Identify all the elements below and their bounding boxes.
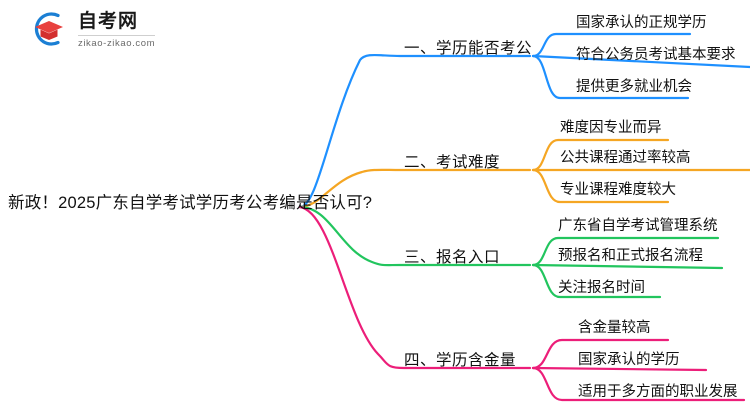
branch-4-child-3-label: 适用于多方面的职业发展	[578, 384, 738, 400]
branch-4-child-2-label: 国家承认的学历	[578, 352, 680, 368]
branch-2-child-2-label: 公共课程通过率较高	[560, 150, 691, 166]
logo-cn-name: 自考网	[78, 10, 139, 32]
branch-4-child-2-link	[531, 366, 708, 372]
logo-wordmark: 自考网 zikao-zikao.com	[78, 10, 156, 49]
branch-1-child-1-label: 国家承认的正规学历	[576, 15, 707, 31]
branch-label-3: 三、报名入口	[404, 249, 501, 266]
branch-label-1: 一、学历能否考公	[404, 40, 533, 57]
branch-4-spine	[298, 205, 532, 370]
branch-3-child-3-label: 关注报名时间	[558, 280, 645, 296]
branch-2-child-1-label: 难度因专业而异	[560, 120, 662, 136]
logo-domain: zikao-zikao.com	[78, 34, 156, 49]
branch-1-child-3-label: 提供更多就业机会	[576, 79, 692, 95]
branch-2-child-3-label: 专业课程难度较大	[560, 182, 676, 198]
branch-1-child-2-label: 符合公务员考试基本要求	[576, 47, 736, 63]
site-logo: 自考网 zikao-zikao.com	[28, 8, 156, 50]
branch-1-spine	[298, 53, 532, 209]
branch-3-child-2-label: 预报名和正式报名流程	[558, 248, 703, 264]
branch-label-4: 四、学历含金量	[404, 352, 517, 369]
page-title: 新政！2025广东自学考试学历考公考编是否认可?	[8, 194, 373, 212]
branch-3-child-2-link	[531, 263, 724, 270]
graduation-cap-logo-icon	[28, 8, 70, 50]
branch-3-child-1-label: 广东省自学考试管理系统	[558, 218, 718, 234]
branch-4-child-1-label: 含金量较高	[578, 320, 651, 336]
branch-label-2: 二、考试难度	[404, 154, 501, 171]
